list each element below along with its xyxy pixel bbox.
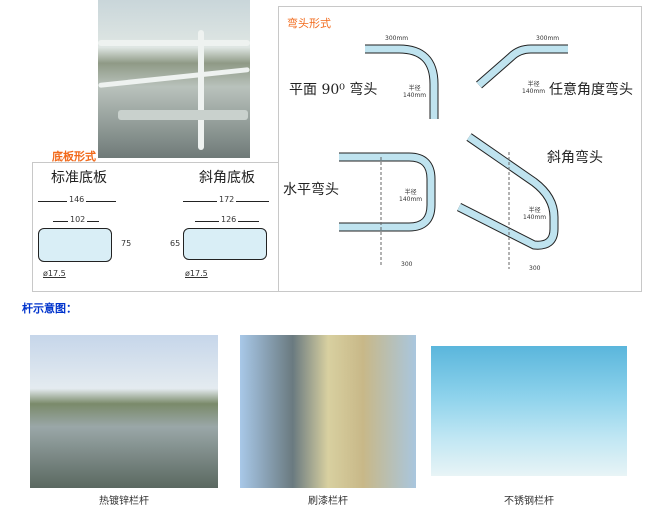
radius-value: 140mm: [403, 92, 427, 99]
radius-value: 140mm: [523, 214, 547, 221]
standard-plate-title: 标准底板: [51, 170, 107, 186]
standard-plate-shape: [38, 228, 112, 262]
oblique-length: 300: [529, 265, 541, 272]
elbow-type-any-angle: 任意角度弯头: [549, 82, 633, 98]
stainless-railing-photo: [431, 346, 627, 476]
radius-label: 半径: [408, 85, 421, 92]
horizontal-length: 300: [401, 261, 413, 268]
caption-painted: 刷漆栏杆: [308, 496, 348, 507]
caption-stainless: 不锈钢栏杆: [504, 496, 554, 507]
oblique-plate-shape: [183, 228, 267, 260]
elbow-type-horizontal: 水平弯头: [283, 182, 339, 198]
oblique-height-dim: 65: [170, 239, 181, 248]
base-plate-panel: 标准底板 斜角底板 146 102 75 ø17.5 172 126 65 ø1…: [32, 162, 280, 292]
standard-hole-dim: ø17.5: [43, 269, 66, 278]
standard-inner-dim: 102: [68, 215, 88, 224]
oblique-hole-dim: ø17.5: [185, 269, 208, 278]
galvanized-railing-photo: [30, 335, 218, 488]
gallery-label: 杆示意图：: [22, 302, 77, 315]
elbow-label: 弯头形式: [287, 17, 331, 30]
oblique-outer-dim: 172: [217, 195, 237, 204]
railing-photo-top: [98, 0, 250, 158]
oblique-inner-dim: 126: [219, 215, 239, 224]
anyangle-length: 300mm: [536, 35, 560, 42]
radius-label: 半径: [404, 189, 417, 196]
elbow-panel: 弯头形式 300mm 300mm 平面 90⁰ 弯头 任意角度弯头 水平弯头 斜…: [278, 6, 642, 292]
radius-value: 140mm: [399, 196, 423, 203]
oblique-plate-title: 斜角底板: [199, 170, 255, 186]
radius-label: 半径: [527, 81, 540, 88]
caption-galvanized: 热镀锌栏杆: [99, 496, 149, 507]
elbow-type-oblique: 斜角弯头: [547, 150, 603, 166]
radius-label: 半径: [528, 207, 541, 214]
standard-height-dim: 75: [121, 239, 132, 248]
painted-railing-photo: [240, 335, 416, 488]
elbow-diagrams: [339, 44, 568, 269]
standard-outer-dim: 146: [67, 195, 87, 204]
base-plate-label: 底板形式: [52, 150, 96, 163]
elbow-type-90: 平面 90⁰ 弯头: [289, 82, 378, 98]
elbow90-length: 300mm: [385, 35, 409, 42]
radius-value: 140mm: [522, 88, 546, 95]
